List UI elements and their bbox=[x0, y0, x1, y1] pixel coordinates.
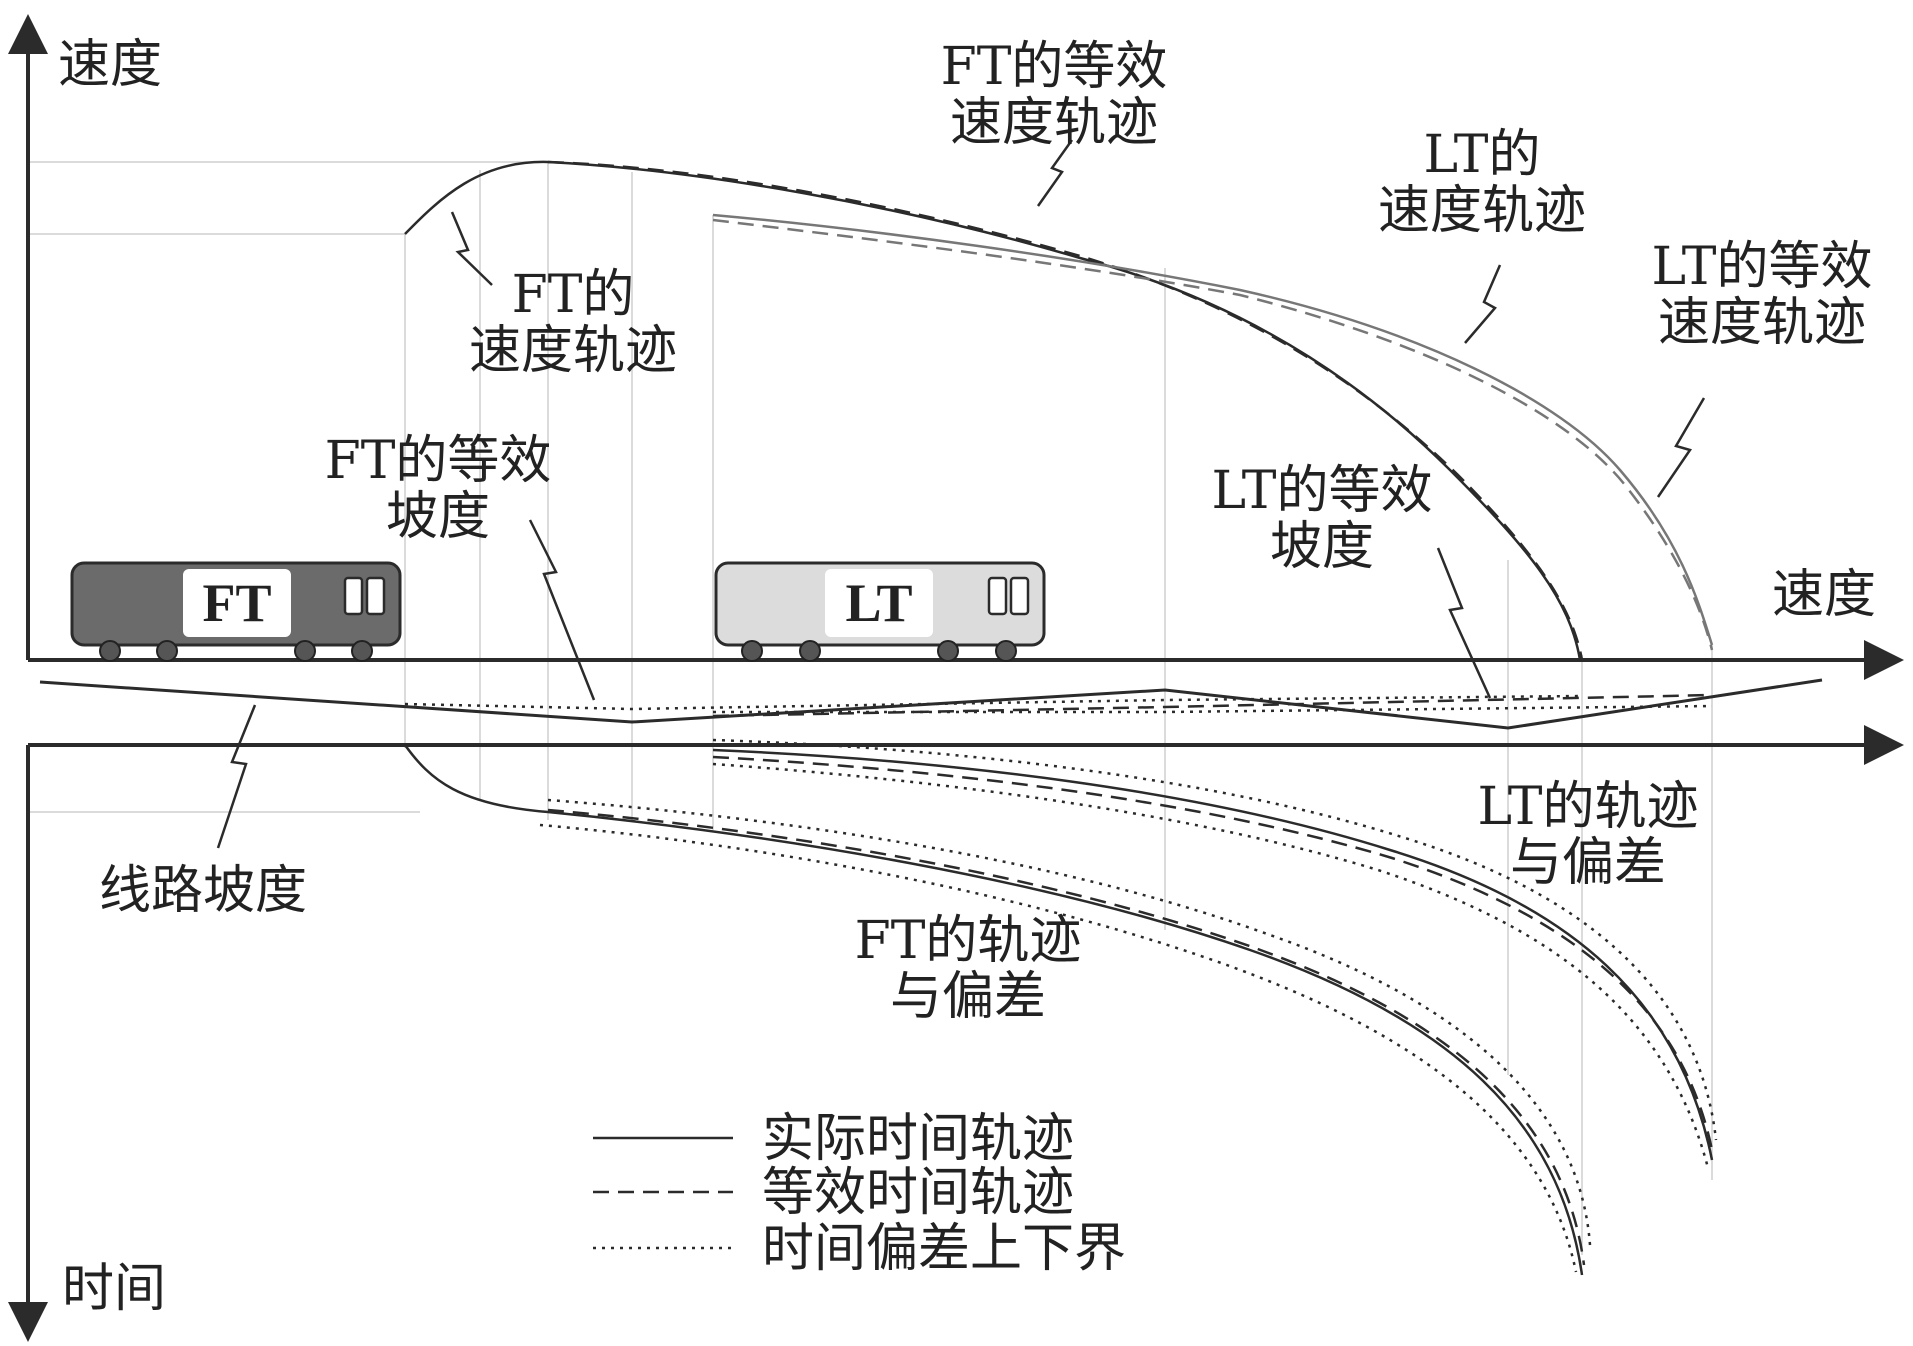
lt-wheel bbox=[799, 640, 821, 662]
ft-equiv-slope bbox=[404, 694, 1583, 711]
lt-wheel bbox=[937, 640, 959, 662]
label-ft-traj-1: FT的轨迹 bbox=[855, 911, 1082, 971]
ft-window bbox=[365, 576, 386, 616]
lt-equiv-slope-bound bbox=[713, 704, 1713, 714]
leader-ft-equiv-slope bbox=[528, 519, 596, 701]
ft-time-actual bbox=[403, 744, 1584, 1276]
label-lt-equiv-speed-1: LT的等效 bbox=[1652, 237, 1873, 297]
time-curves bbox=[403, 738, 1718, 1276]
leader-ft-equiv-speed bbox=[1036, 139, 1074, 207]
ft-time-equivalent bbox=[547, 808, 1586, 1266]
legend: 实际时间轨迹 等效时间轨迹 时间偏差上下界 bbox=[593, 1109, 1126, 1279]
ft-speed-curve bbox=[404, 160, 1582, 661]
legend-label-actual: 实际时间轨迹 bbox=[762, 1109, 1074, 1169]
slope-lines bbox=[39, 678, 1823, 730]
speed-curves bbox=[404, 160, 1714, 661]
line-slope bbox=[39, 678, 1823, 730]
leader-lt-equiv-speed bbox=[1656, 397, 1706, 498]
ft-wheel bbox=[156, 640, 178, 662]
ft-window bbox=[343, 576, 364, 616]
ft-equiv-speed-curve bbox=[547, 160, 1584, 661]
lt-time-equivalent bbox=[712, 755, 1714, 1151]
y-axis-label-speed: 速度 bbox=[58, 35, 162, 95]
label-lt-equiv-slope-2: 坡度 bbox=[1270, 517, 1374, 577]
label-ft-equiv-speed-2: 速度轨迹 bbox=[950, 93, 1158, 153]
y-axis-label-time: 时间 bbox=[62, 1259, 166, 1319]
guide-lines bbox=[28, 161, 1713, 1255]
lt-time-actual bbox=[712, 748, 1714, 1161]
label-ft-equiv-slope-2: 坡度 bbox=[386, 487, 490, 547]
lt-wheel bbox=[995, 640, 1017, 662]
ft-time-upper-bound bbox=[547, 798, 1592, 1246]
lt-speed-curve bbox=[712, 213, 1714, 646]
lt-equiv-speed-curve bbox=[712, 218, 1714, 651]
legend-label-bounds: 时间偏差上下界 bbox=[762, 1219, 1126, 1279]
lt-label-plate bbox=[825, 569, 933, 637]
leader-ft-speed bbox=[450, 211, 493, 286]
label-lt-equiv-slope-1: LT的等效 bbox=[1212, 461, 1433, 521]
leader-lt-speed bbox=[1464, 264, 1502, 344]
label-line-slope: 线路坡度 bbox=[99, 861, 307, 921]
label-ft-equiv-slope-1: FT的等效 bbox=[325, 431, 552, 491]
lt-train: LT bbox=[714, 561, 1046, 662]
ft-wheel bbox=[351, 640, 373, 662]
lt-window bbox=[987, 576, 1008, 616]
axes bbox=[7, 14, 1904, 1342]
ft-time-lower-bound bbox=[539, 823, 1578, 1273]
ft-train-label: FT bbox=[202, 573, 271, 633]
legend-label-equivalent: 等效时间轨迹 bbox=[762, 1163, 1074, 1223]
ft-label-plate bbox=[183, 569, 291, 637]
label-ft-equiv-speed-1: FT的等效 bbox=[941, 37, 1168, 97]
label-ft-speed-1: FT的 bbox=[512, 265, 635, 325]
label-lt-speed-2: 速度轨迹 bbox=[1378, 181, 1586, 241]
label-lt-traj-2: 与偏差 bbox=[1510, 833, 1666, 893]
label-ft-speed-2: 速度轨迹 bbox=[469, 321, 677, 381]
label-lt-speed-1: LT的 bbox=[1424, 125, 1541, 185]
ft-wheel bbox=[294, 640, 316, 662]
lt-window bbox=[1009, 576, 1030, 616]
leader-line-slope bbox=[216, 704, 257, 849]
lt-equiv-slope bbox=[712, 693, 1713, 718]
x-axis-label-speed: 速度 bbox=[1772, 565, 1876, 625]
lt-wheel bbox=[741, 640, 763, 662]
label-lt-equiv-speed-2: 速度轨迹 bbox=[1658, 293, 1866, 353]
lt-train-label: LT bbox=[845, 573, 912, 633]
ft-wheel bbox=[99, 640, 121, 662]
ft-train: FT bbox=[70, 561, 402, 662]
leader-lt-equiv-slope bbox=[1436, 547, 1492, 699]
callout-leaders bbox=[216, 139, 1706, 849]
label-lt-traj-1: LT的轨迹 bbox=[1478, 777, 1699, 837]
label-ft-traj-2: 与偏差 bbox=[890, 967, 1046, 1027]
